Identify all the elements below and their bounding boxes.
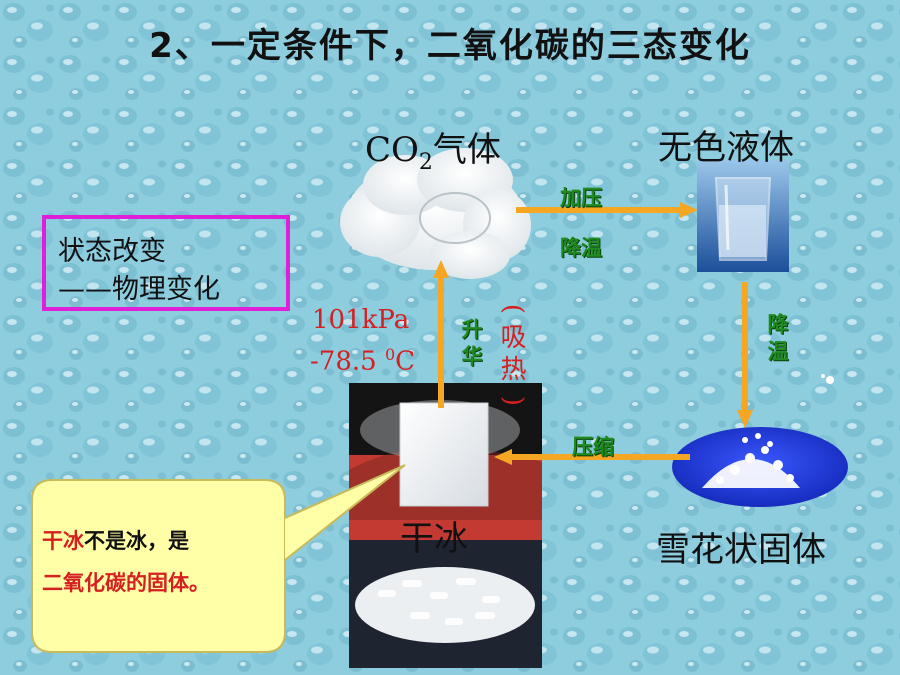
absorb-heat-label: 吸热 xyxy=(496,323,526,387)
dry-ice-label: 干冰 xyxy=(400,519,468,559)
label-lower-temp-vertical: 降温 xyxy=(765,313,789,367)
arrow-snow-to-dryice xyxy=(494,449,690,465)
state-change-line1: 状态改变 xyxy=(58,236,166,267)
label-add-pressure: 加压 xyxy=(560,186,602,210)
callout-bubble xyxy=(31,464,406,653)
callout-text: 干冰不是冰，是 二氧化碳的固体。 xyxy=(42,520,278,604)
label-lower-temp: 降温 xyxy=(560,236,602,260)
temperature-unit: C xyxy=(395,346,416,377)
page-title: 2、一定条件下，二氧化碳的三态变化 xyxy=(149,26,751,66)
state-change-box: 状态改变 ——物理变化 xyxy=(42,215,290,311)
gas-formula-prefix: CO xyxy=(365,130,419,170)
callout-highlight-co2-solid: 二氧化碳的固体。 xyxy=(42,571,210,595)
temperature-condition: -78.5 0C xyxy=(310,345,415,377)
liquid-beaker-image xyxy=(697,160,789,272)
arrow-liquid-to-solid xyxy=(737,282,753,428)
state-change-line2: ——物理变化 xyxy=(58,274,220,305)
gas-state-label: CO2气体 xyxy=(365,122,501,175)
snow-solid-image xyxy=(672,427,848,507)
gas-cloud-image xyxy=(340,148,531,279)
snow-solid-label: 雪花状固体 xyxy=(656,530,826,570)
temperature-degree: 0 xyxy=(384,345,396,364)
arrow-gas-to-liquid xyxy=(516,202,698,218)
arrow-sublimation xyxy=(433,260,449,408)
callout-highlight-dry-ice: 干冰 xyxy=(42,529,84,553)
temperature-value: -78.5 xyxy=(310,346,377,377)
label-compress: 压缩 xyxy=(572,435,614,459)
callout-plain-text: 不是冰，是 xyxy=(84,529,189,553)
paren-close: ) xyxy=(498,395,528,407)
callout-line1: 干冰不是冰，是 xyxy=(42,520,278,562)
label-sublimation: 升华 xyxy=(459,318,483,372)
snowflake-decoration xyxy=(821,374,834,384)
gas-label-suffix: 气体 xyxy=(432,130,501,170)
liquid-state-label: 无色液体 xyxy=(658,128,794,168)
pressure-condition: 101kPa xyxy=(312,305,410,335)
gas-formula-subscript: 2 xyxy=(418,149,433,175)
paren-open: ( xyxy=(498,303,528,315)
absorb-heat-note: ( 吸热 ) xyxy=(496,295,529,415)
dry-ice-image xyxy=(349,383,542,668)
